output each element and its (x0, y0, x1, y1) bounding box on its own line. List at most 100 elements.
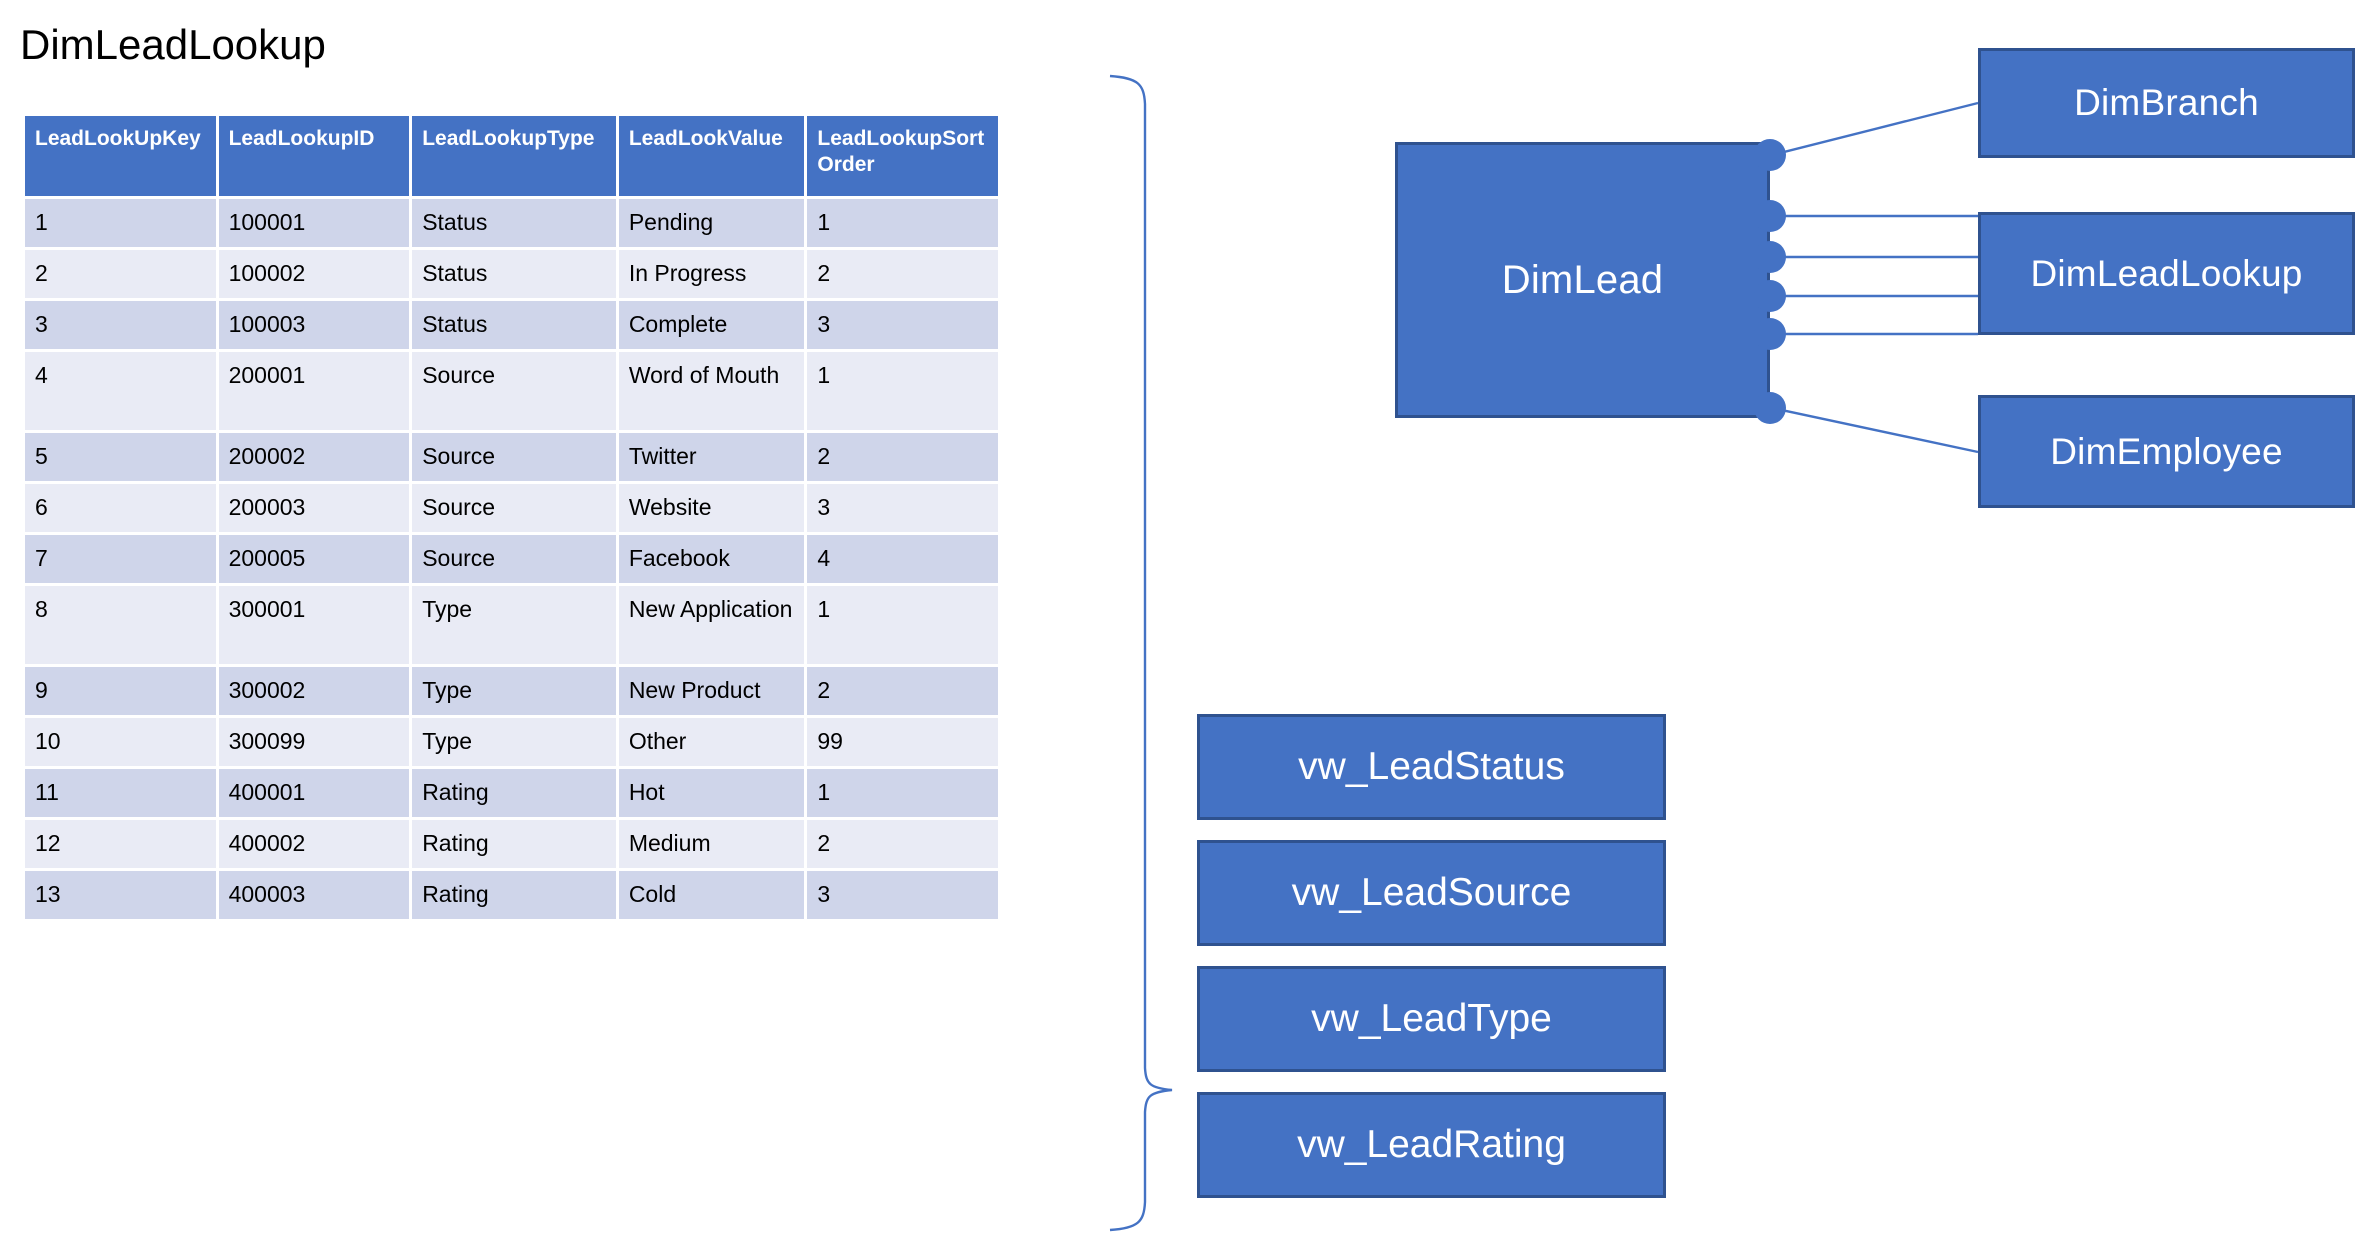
table-cell: 100001 (218, 199, 410, 247)
table-cell: 1 (25, 199, 216, 247)
entity-dimbranch[interactable]: DimBranch (1978, 48, 2355, 158)
view-vw-leadstatus[interactable]: vw_LeadStatus (1197, 714, 1666, 820)
table-cell: 4 (807, 535, 998, 583)
table-cell: 200002 (218, 433, 410, 481)
table-cell: Website (618, 484, 805, 532)
table-cell: 3 (807, 484, 998, 532)
table-cell: New Application (618, 586, 805, 664)
lookup-table: LeadLookUpKey LeadLookupID LeadLookupTyp… (22, 113, 1001, 922)
table-cell: 200003 (218, 484, 410, 532)
table-cell: 3 (807, 871, 998, 919)
table-cell: 400002 (218, 820, 410, 868)
table-cell: 8 (25, 586, 216, 664)
table-cell: 300002 (218, 667, 410, 715)
table-cell: 1 (807, 199, 998, 247)
entity-dimleadlookup-label: DimLeadLookup (2030, 252, 2303, 294)
table-cell: 11 (25, 769, 216, 817)
table-cell: 2 (807, 667, 998, 715)
entity-dimemployee[interactable]: DimEmployee (1978, 395, 2355, 508)
column-header-leadlookupsortorder[interactable]: LeadLookupSortOrder (807, 116, 998, 196)
connector-dimlead-dimbranch (1771, 101, 1979, 157)
connection-point-6[interactable] (1754, 392, 1786, 424)
table-cell: 99 (807, 718, 998, 766)
connection-point-1[interactable] (1754, 139, 1786, 171)
table-cell: 200005 (218, 535, 410, 583)
table-cell: 100002 (218, 250, 410, 298)
table-cell: Type (412, 667, 616, 715)
view-vw-leadtype-label: vw_LeadType (1311, 997, 1552, 1040)
view-vw-leadsource-label: vw_LeadSource (1291, 871, 1572, 914)
table-cell: Hot (618, 769, 805, 817)
table-cell: Word of Mouth (618, 352, 805, 430)
table-cell: 2 (25, 250, 216, 298)
view-vw-leadrating-label: vw_LeadRating (1297, 1123, 1566, 1166)
table-cell: 2 (807, 820, 998, 868)
entity-dimlead[interactable]: DimLead (1395, 142, 1770, 418)
table-cell: Medium (618, 820, 805, 868)
view-vw-leadtype[interactable]: vw_LeadType (1197, 966, 1666, 1072)
table-cell: 1 (807, 352, 998, 430)
table-cell: 400001 (218, 769, 410, 817)
table-cell: Source (412, 484, 616, 532)
column-header-leadlookupkey[interactable]: LeadLookUpKey (25, 116, 216, 196)
table-cell: 400003 (218, 871, 410, 919)
entity-dimbranch-label: DimBranch (2074, 82, 2259, 123)
column-header-leadlookupid[interactable]: LeadLookupID (218, 116, 410, 196)
table-cell: 13 (25, 871, 216, 919)
table-cell: Status (412, 301, 616, 349)
connection-point-3[interactable] (1754, 241, 1786, 273)
table-cell: 1 (807, 769, 998, 817)
table-cell: Complete (618, 301, 805, 349)
connection-point-4[interactable] (1754, 280, 1786, 312)
table-cell: 6 (25, 484, 216, 532)
column-header-leadlookuptype[interactable]: LeadLookupType (412, 116, 616, 196)
table-cell: 9 (25, 667, 216, 715)
table-cell: 7 (25, 535, 216, 583)
table-cell: Other (618, 718, 805, 766)
table-cell: Status (412, 199, 616, 247)
table-cell: Source (412, 433, 616, 481)
table-cell: 1 (807, 586, 998, 664)
table-cell: In Progress (618, 250, 805, 298)
connection-point-2[interactable] (1754, 200, 1786, 232)
connector-dimlead-dimemployee (1771, 406, 1979, 454)
table-cell: 5 (25, 433, 216, 481)
table-cell: Rating (412, 871, 616, 919)
entity-dimlead-label: DimLead (1501, 257, 1664, 302)
connection-point-5[interactable] (1754, 318, 1786, 350)
table-cell: 300099 (218, 718, 410, 766)
table-cell: Type (412, 586, 616, 664)
table-cell: Facebook (618, 535, 805, 583)
entity-dimleadlookup[interactable]: DimLeadLookup (1978, 212, 2355, 335)
column-header-leadlookvalue[interactable]: LeadLookValue (618, 116, 805, 196)
table-cell: Source (412, 352, 616, 430)
view-vw-leadsource[interactable]: vw_LeadSource (1197, 840, 1666, 946)
table-cell: 2 (807, 250, 998, 298)
entity-dimemployee-label: DimEmployee (2050, 430, 2283, 472)
table-cell: Twitter (618, 433, 805, 481)
table-cell: Source (412, 535, 616, 583)
table-cell: Cold (618, 871, 805, 919)
table-cell: 12 (25, 820, 216, 868)
table-header-row: LeadLookUpKey LeadLookupID LeadLookupTyp… (25, 116, 998, 196)
page-title: DimLeadLookup (20, 21, 326, 68)
table-cell: 3 (807, 301, 998, 349)
table-cell: 4 (25, 352, 216, 430)
table-cell: 3 (25, 301, 216, 349)
table-cell: 10 (25, 718, 216, 766)
view-vw-leadrating[interactable]: vw_LeadRating (1197, 1092, 1666, 1198)
table-cell: 100003 (218, 301, 410, 349)
table-cell: Status (412, 250, 616, 298)
